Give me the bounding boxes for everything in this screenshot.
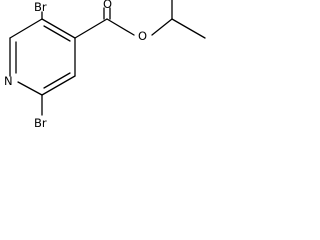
bond-c2-c3 <box>9 18 43 39</box>
bond-carbonyl-ester-o <box>106 18 135 36</box>
chemical-structure: Br Br N O O <box>4 0 206 130</box>
atom-br-top: Br <box>34 0 47 14</box>
ester-group <box>74 0 206 39</box>
bond-ch-methyl-right <box>171 18 206 39</box>
bond-ester-o-ch <box>151 18 173 36</box>
bond-c5-c6 <box>41 75 76 96</box>
bond-c6-n <box>17 81 43 96</box>
bond-c3-c4 <box>41 18 76 39</box>
bond-c4-carbonyl <box>74 18 108 39</box>
atom-ester-oxygen: O <box>138 29 147 43</box>
bond-c5-c6-inner <box>43 72 71 89</box>
atom-carbonyl-oxygen: O <box>103 0 112 11</box>
atom-br-bottom: Br <box>34 116 47 130</box>
pyridine-ring <box>9 18 76 96</box>
bond-c3-c4-inner <box>43 25 71 42</box>
atom-nitrogen: N <box>4 74 13 88</box>
